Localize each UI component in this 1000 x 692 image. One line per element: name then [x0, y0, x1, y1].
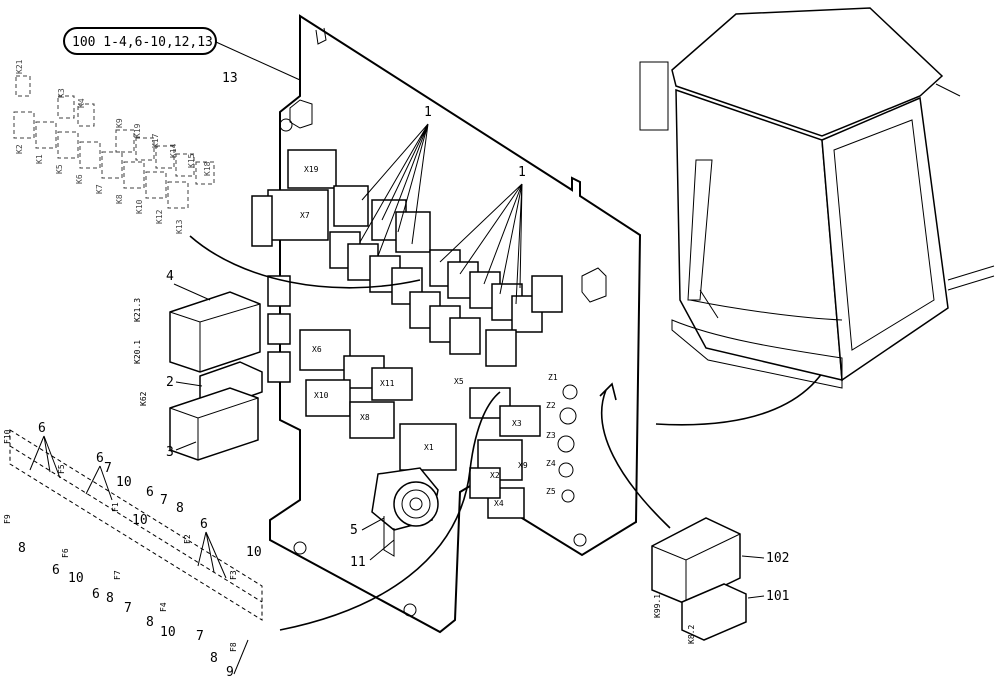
- reference-text: 100 1-4,6-10,12,13: [72, 35, 213, 50]
- callout-102: 102: [766, 551, 789, 566]
- svg-text:8: 8: [18, 541, 26, 556]
- svg-text:10: 10: [116, 475, 132, 490]
- svg-text:Z2: Z2: [546, 401, 556, 410]
- buzzer: 5 11: [350, 467, 439, 570]
- svg-text:Z3: Z3: [546, 431, 556, 440]
- callout-1-leaders: 1 1: [359, 105, 526, 305]
- cab-illustration: [639, 7, 995, 389]
- svg-text:F1: F1: [111, 502, 120, 512]
- callout-13: 13: [222, 71, 238, 86]
- svg-text:K5: K5: [55, 164, 64, 174]
- svg-text:X8: X8: [360, 413, 370, 422]
- svg-text:Z1: Z1: [548, 373, 558, 382]
- svg-text:7: 7: [196, 629, 204, 644]
- callout-101: 101: [766, 589, 789, 604]
- svg-text:7: 7: [160, 493, 168, 508]
- svg-text:F2: F2: [183, 534, 192, 544]
- relay-group-right: 102 101 K99.1 K8.2: [651, 517, 789, 644]
- svg-text:6: 6: [146, 485, 154, 500]
- svg-text:K20.1: K20.1: [133, 340, 142, 364]
- svg-text:6: 6: [38, 421, 46, 436]
- wire-aux: [600, 389, 671, 529]
- relay-block: X19 X7 X6 X8 X10 X11 X5 X4 X3 X2 X1 X9 Z…: [251, 149, 578, 519]
- svg-text:10: 10: [246, 545, 262, 560]
- svg-text:F5: F5: [57, 464, 66, 474]
- svg-text:Z5: Z5: [546, 487, 556, 496]
- svg-text:6: 6: [52, 563, 60, 578]
- svg-text:K8.2: K8.2: [687, 625, 696, 644]
- callout-1-right: 1: [518, 165, 526, 180]
- svg-text:X2: X2: [490, 471, 500, 480]
- svg-text:6: 6: [200, 517, 208, 532]
- callout-3: 3: [166, 445, 174, 460]
- svg-text:6: 6: [92, 587, 100, 602]
- callout-11: 11: [350, 555, 366, 570]
- svg-text:6: 6: [96, 451, 104, 466]
- svg-text:8: 8: [210, 651, 218, 666]
- svg-text:X10: X10: [314, 391, 329, 400]
- svg-text:X11: X11: [380, 379, 395, 388]
- svg-text:Z4: Z4: [546, 459, 556, 468]
- svg-text:X7: X7: [300, 211, 310, 220]
- svg-text:8: 8: [176, 501, 184, 516]
- svg-text:K62: K62: [139, 391, 148, 406]
- wire-lower: [279, 391, 501, 631]
- wire-arrow: [599, 382, 617, 401]
- svg-text:7: 7: [104, 461, 112, 476]
- fuse-strip: F10 F5 F6 F7 F1 F2 F3 F4 F8 F9 6 6 6 6 6…: [3, 421, 263, 680]
- svg-text:K3: K3: [57, 88, 66, 98]
- callout-9: 9: [226, 665, 234, 680]
- svg-text:K9: K9: [115, 118, 124, 128]
- svg-text:K12: K12: [155, 209, 164, 224]
- svg-text:X19: X19: [304, 165, 319, 174]
- svg-text:X1: X1: [424, 443, 434, 452]
- callout-2: 2: [166, 375, 174, 390]
- svg-text:F7: F7: [113, 570, 122, 580]
- svg-text:K21.3: K21.3: [133, 298, 142, 322]
- svg-text:X3: X3: [512, 419, 522, 428]
- svg-text:7: 7: [124, 601, 132, 616]
- wire-upper: [189, 235, 421, 289]
- svg-text:K21: K21: [15, 59, 24, 74]
- svg-text:10: 10: [132, 513, 148, 528]
- svg-text:F3: F3: [229, 570, 238, 580]
- svg-text:F6: F6: [61, 548, 70, 558]
- callout-1-left: 1: [424, 105, 432, 120]
- svg-text:K15: K15: [187, 153, 196, 168]
- svg-text:K19: K19: [133, 123, 142, 138]
- svg-text:K17: K17: [151, 133, 160, 148]
- callout-4: 4: [166, 269, 174, 284]
- svg-text:8: 8: [146, 615, 154, 630]
- svg-text:K18: K18: [203, 161, 212, 176]
- svg-text:X5: X5: [454, 377, 464, 386]
- svg-text:K99.1: K99.1: [653, 594, 662, 618]
- svg-text:K1: K1: [35, 154, 44, 164]
- svg-text:X6: X6: [312, 345, 322, 354]
- svg-text:F8: F8: [229, 642, 238, 652]
- svg-text:K4: K4: [77, 98, 86, 108]
- svg-text:F9: F9: [3, 514, 12, 524]
- svg-text:10: 10: [68, 571, 84, 586]
- svg-text:K2: K2: [15, 144, 24, 154]
- callout-5: 5: [350, 523, 358, 538]
- svg-text:X9: X9: [518, 461, 528, 470]
- svg-text:F4: F4: [159, 602, 168, 612]
- svg-text:K6: K6: [75, 174, 84, 184]
- svg-text:K10: K10: [135, 199, 144, 214]
- svg-text:F10: F10: [3, 429, 12, 444]
- svg-text:10: 10: [160, 625, 176, 640]
- svg-text:X4: X4: [494, 499, 504, 508]
- svg-text:8: 8: [106, 591, 114, 606]
- relay-group-left: 4 2 3 K21.3 K20.1 K62: [133, 269, 263, 461]
- svg-text:K7: K7: [95, 184, 104, 194]
- svg-text:K13: K13: [175, 219, 184, 234]
- key-label-cluster: K21 K3 K4 K9 K19 K17 K14 K15 K18 K2 K1 K…: [13, 59, 215, 234]
- svg-text:K8: K8: [115, 194, 124, 204]
- reference-callout: 100 1-4,6-10,12,13: [63, 27, 301, 81]
